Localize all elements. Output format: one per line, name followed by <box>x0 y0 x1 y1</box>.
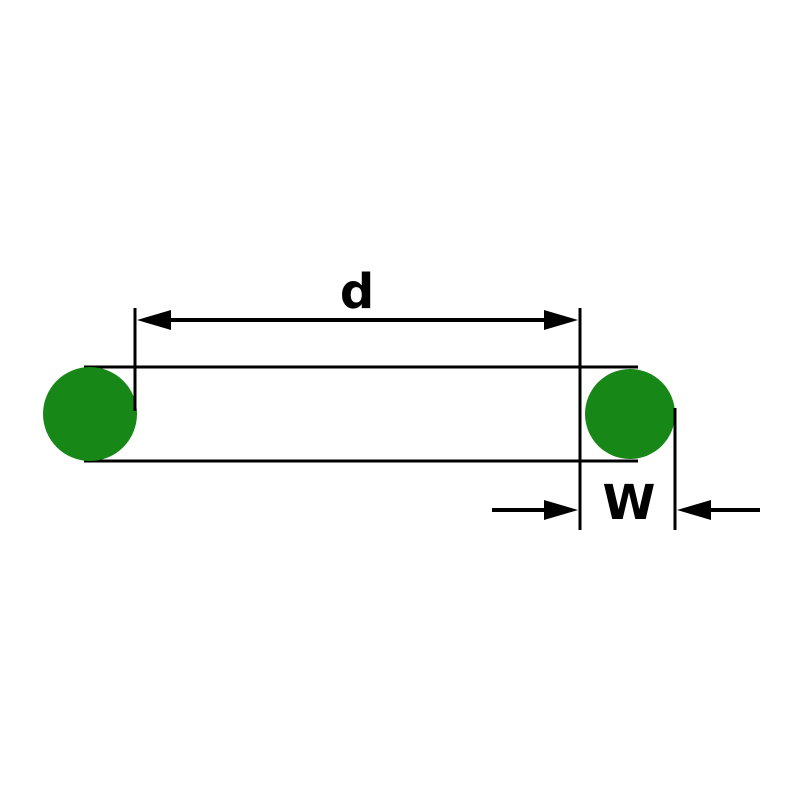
right-cross-section-circle <box>585 369 675 459</box>
inner-diameter-label: d <box>340 264 374 320</box>
w-dimension-arrows <box>492 500 760 520</box>
d-dimension-arrow <box>137 310 578 330</box>
cross-section-width-label: W <box>603 475 656 531</box>
d-arrowhead-right <box>544 310 578 330</box>
d-arrowhead-left <box>137 310 171 330</box>
w-arrowhead-right <box>677 500 711 520</box>
w-arrowhead-left <box>544 500 578 520</box>
left-cross-section-circle <box>43 367 137 461</box>
